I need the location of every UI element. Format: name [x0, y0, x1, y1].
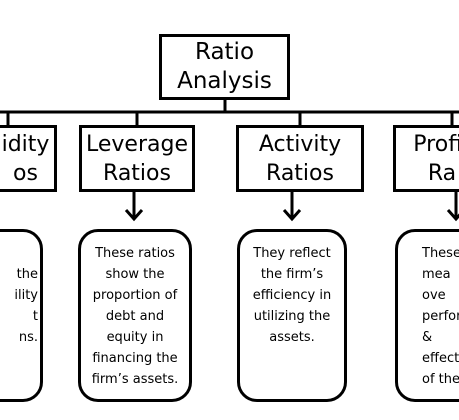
description-line: of the — [422, 372, 459, 387]
category-liquidity-line2: os — [13, 160, 38, 186]
description-line: assets. — [269, 330, 315, 345]
description-line: perform — [422, 309, 459, 324]
description-line: effecti — [422, 351, 459, 366]
category-activity-ratios: Activity Ratios — [236, 125, 364, 192]
description-line: t — [32, 309, 38, 324]
description-line: mea — [422, 267, 451, 282]
description-line: & — [422, 330, 433, 345]
description-line: They reflect — [253, 246, 331, 261]
description-line: These ratios — [95, 246, 175, 261]
description-line: ility — [14, 288, 38, 303]
description-line: the firm’s — [260, 267, 324, 282]
arrow-profitability — [446, 192, 459, 222]
description-line: equity in — [106, 330, 164, 345]
root-label-line2: Analysis — [177, 68, 272, 94]
description-profitability: These mea ove perform & effecti of the — [395, 229, 459, 402]
description-liquidity: the ility t ns. — [0, 229, 43, 402]
description-activity: They reflect the firm’s efficiency in ut… — [237, 229, 347, 402]
description-line — [14, 243, 38, 264]
description-line: These — [422, 246, 459, 261]
description-line: ns. — [18, 330, 38, 345]
category-leverage-line1: Leverage — [86, 131, 188, 157]
description-line: efficiency in — [252, 288, 332, 303]
category-leverage-ratios: Leverage Ratios — [79, 125, 195, 192]
description-line: financing the — [92, 351, 178, 366]
category-profitability-ratios: Profit Ra — [393, 125, 459, 192]
arrow-leverage — [124, 192, 144, 222]
description-line: debt and — [105, 309, 165, 324]
description-line: ove — [422, 288, 446, 303]
category-activity-line1: Activity — [258, 131, 342, 157]
category-leverage-line2: Ratios — [103, 160, 171, 186]
description-line: the — [16, 267, 38, 282]
category-profitability-line2: Ra — [427, 160, 457, 186]
description-line: show the — [105, 267, 165, 282]
arrow-activity — [282, 192, 302, 222]
description-line: utilizing the — [253, 309, 331, 324]
description-line: firm’s assets. — [91, 372, 179, 387]
category-liquidity-ratios: idity os — [0, 125, 57, 192]
category-liquidity-line1: idity — [1, 131, 50, 157]
category-activity-line2: Ratios — [266, 160, 334, 186]
root-node-ratio-analysis: Ratio Analysis — [159, 34, 290, 100]
category-profitability-line1: Profit — [413, 131, 459, 157]
root-label-line1: Ratio — [194, 39, 255, 65]
description-line: proportion of — [92, 288, 178, 303]
description-leverage: These ratios show the proportion of debt… — [78, 229, 192, 402]
